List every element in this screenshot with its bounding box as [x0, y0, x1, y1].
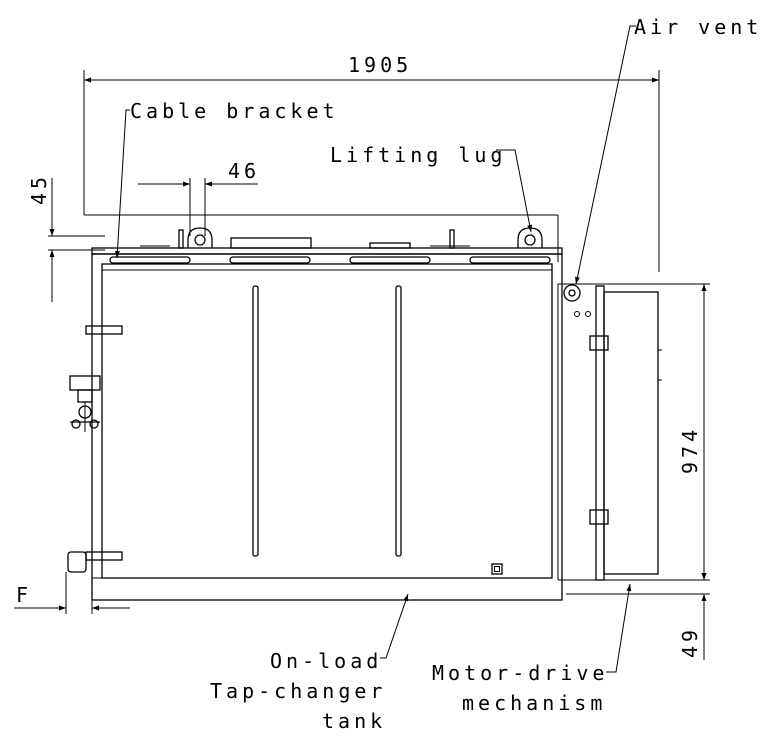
dimension-motor-height: 974	[678, 284, 707, 580]
tap-changer-label-line2: Tap-changer	[210, 679, 386, 703]
lifting-lug-right	[517, 227, 543, 248]
tap-changer-callout: On-load Tap-changer tank	[210, 593, 409, 733]
dimension-motor-bottom: 49	[566, 540, 710, 660]
overall-width-label: 1905	[348, 53, 412, 77]
drain-valve	[69, 375, 101, 432]
lid-height-label: 45	[27, 173, 51, 205]
extension-lines	[83, 70, 660, 272]
dimension-lid-height: 45	[27, 173, 105, 302]
tank-lid	[91, 229, 563, 255]
dimension-overall-width: 1905	[84, 53, 659, 83]
cable-bracket-label: Cable bracket	[130, 99, 339, 123]
motor-drive-cabinet	[557, 283, 710, 581]
air-vent-label: Air vent	[634, 15, 762, 39]
flange-label: F	[16, 583, 32, 607]
tank-body	[91, 253, 563, 601]
lifting-lug-callout: Lifting lug	[330, 143, 533, 233]
tap-changer-label-line1: On-load	[270, 649, 382, 673]
motor-height-label: 974	[678, 426, 702, 474]
cable-brackets	[109, 256, 551, 264]
cable-bracket-callout: Cable bracket	[114, 99, 339, 259]
lifting-lug-label: Lifting lug	[330, 143, 506, 167]
motor-drive-label-line1: Motor-drive	[432, 661, 608, 685]
lifting-lug-left	[187, 227, 213, 248]
lug-spacing-label: 46	[228, 159, 260, 183]
bottom-left-fitting	[67, 551, 87, 573]
motor-drive-callout: Motor-drive mechanism	[432, 583, 632, 715]
air-vent-callout: Air vent	[575, 15, 762, 285]
motor-drive-label-line2: mechanism	[462, 691, 606, 715]
dimension-flange: F	[14, 572, 130, 614]
dimension-lug-spacing: 46	[138, 159, 260, 236]
motor-bottom-label: 49	[678, 626, 702, 658]
tap-changer-label-line3: tank	[322, 709, 386, 733]
left-hinges	[85, 325, 123, 561]
